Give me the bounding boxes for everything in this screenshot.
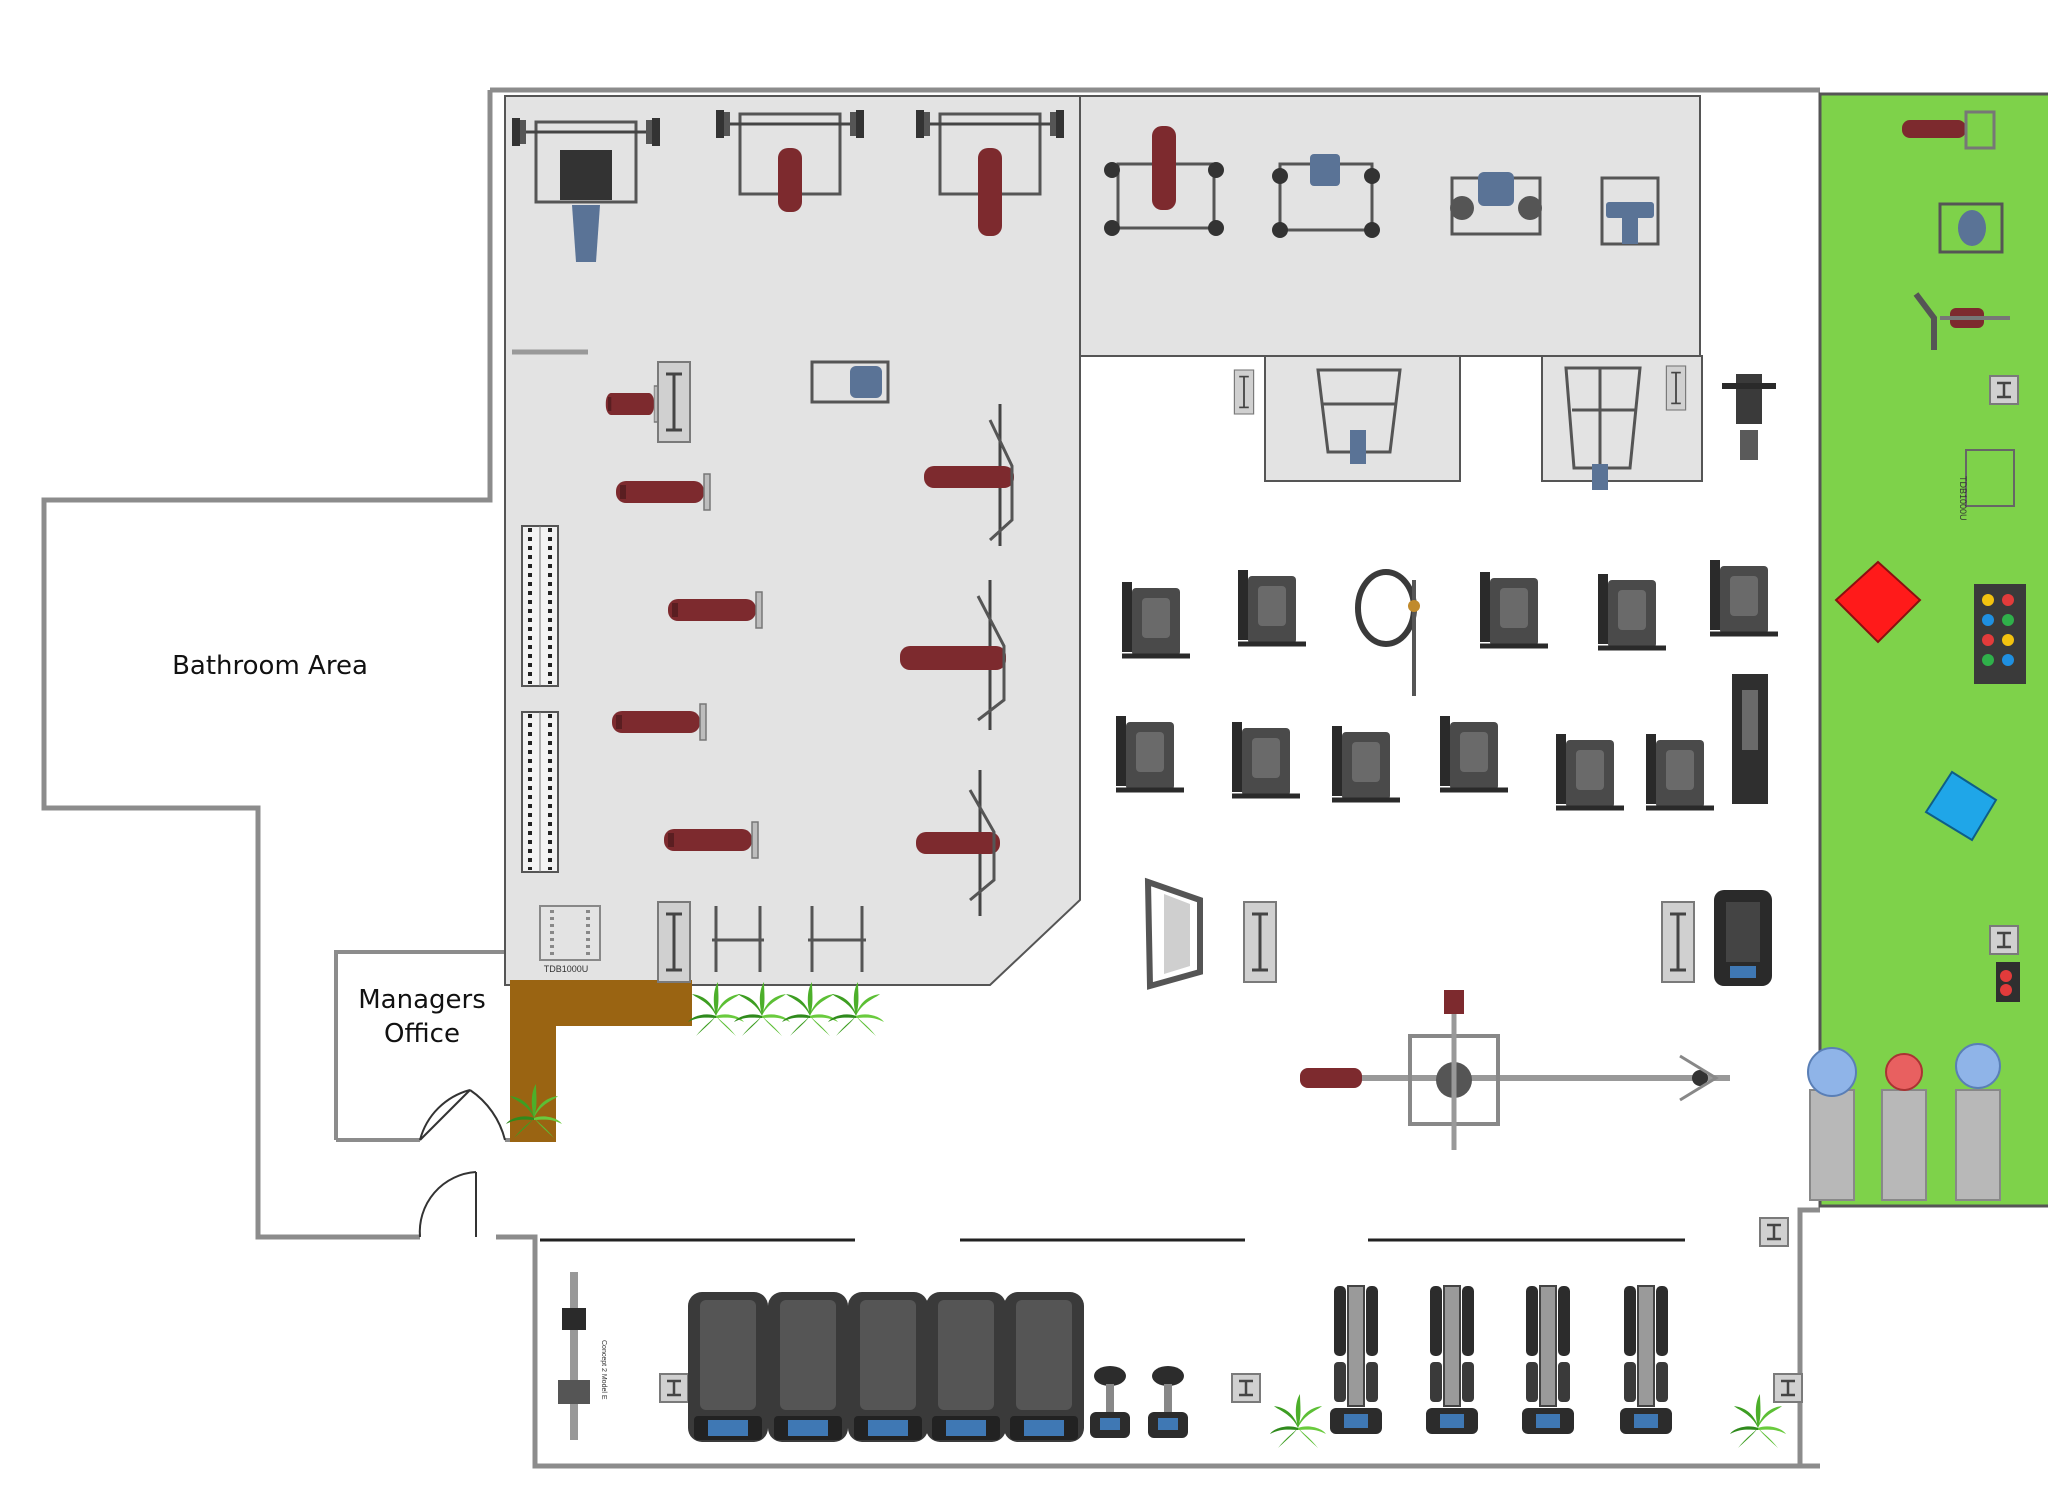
strength-machine xyxy=(1938,202,2004,254)
squat-rack xyxy=(510,116,662,262)
olympic-bench xyxy=(900,580,1006,730)
dumbbell-rack-icon xyxy=(539,905,601,961)
stability-ball-icon xyxy=(1881,1053,1927,1201)
rack-code-label: TDB1000U xyxy=(544,964,589,974)
plate-loaded-machine xyxy=(1450,172,1542,236)
olympic-bench xyxy=(916,770,1000,916)
strength-machine xyxy=(1480,572,1548,646)
red-floor-mat xyxy=(1834,560,1922,644)
strength-machine xyxy=(1913,292,2010,350)
exercise-bike xyxy=(1090,1366,1130,1438)
strength-machine xyxy=(1116,716,1184,790)
plate-loaded-machine xyxy=(1272,154,1380,238)
rower-model-label: Concept 2 Model E xyxy=(600,1340,607,1400)
strength-machine xyxy=(1238,570,1306,644)
treadmill xyxy=(848,1292,928,1442)
strength-machine xyxy=(1556,734,1624,808)
cable-tower xyxy=(1732,674,1768,804)
plant-icon xyxy=(1270,1394,1326,1448)
rack-code-label: TDB1000U xyxy=(1958,476,1968,521)
glute-machine xyxy=(1902,110,1996,150)
free-weight-floor xyxy=(504,95,1081,986)
treadmill xyxy=(688,1292,768,1442)
strength-machine xyxy=(1646,734,1714,808)
plant-icon xyxy=(828,982,884,1036)
cable-station xyxy=(1564,366,1642,490)
strength-machine xyxy=(1598,574,1666,648)
plate-loaded-floor xyxy=(1079,95,1701,357)
plate-loaded-machine xyxy=(1104,126,1224,236)
weight-plate-tree-icon xyxy=(1988,374,2020,406)
strength-machine xyxy=(1332,726,1400,800)
rowing-machine: Concept 2 Model E xyxy=(558,1272,607,1440)
strength-machine xyxy=(1355,569,1420,696)
strength-machine xyxy=(1722,374,1776,460)
dumbbell-rack-icon xyxy=(520,710,560,874)
strength-machine xyxy=(1232,722,1300,796)
dumbbell-rack-icon: TDB1000U xyxy=(1958,449,2015,521)
battle-rope-anchor xyxy=(1996,962,2020,1002)
weight-plate-tree-icon xyxy=(1988,924,2020,956)
medicine-ball-rack xyxy=(1974,584,2026,684)
treadmill xyxy=(768,1292,848,1442)
weight-plate-tree-icon xyxy=(1665,365,1687,411)
strength-machine xyxy=(1440,716,1508,790)
entrance-door[interactable] xyxy=(418,1171,477,1238)
elliptical xyxy=(1619,1285,1673,1435)
elliptical xyxy=(1329,1285,1383,1435)
weight-plate-tree-icon xyxy=(658,1372,690,1404)
dumbbell-rack-icon xyxy=(520,524,560,688)
plant-icon xyxy=(734,982,790,1036)
weight-plate-tree-icon xyxy=(656,360,692,444)
weight-plate-tree-icon xyxy=(1758,1216,1790,1248)
blue-floor-mat xyxy=(1924,770,1998,842)
stability-ball-icon xyxy=(1955,1043,2001,1201)
plant-icon xyxy=(782,982,838,1036)
weight-plate-tree-icon xyxy=(1242,900,1278,984)
treadmill xyxy=(926,1292,1006,1442)
treadmill xyxy=(1004,1292,1084,1442)
rowing-machine-dark xyxy=(1714,890,1772,986)
weight-plate-tree-icon xyxy=(1233,369,1255,415)
managers-office-door[interactable] xyxy=(419,1089,506,1141)
elliptical xyxy=(1425,1285,1479,1435)
functional-trainer xyxy=(1144,877,1203,990)
weight-plate-tree-icon xyxy=(1660,900,1696,984)
olympic-bench xyxy=(924,404,1014,546)
weight-plate-tree-icon xyxy=(656,900,692,984)
exterior-walls xyxy=(41,87,1820,1469)
flat-bench xyxy=(1600,176,1660,246)
interior-walls xyxy=(334,950,1685,1242)
plyo-box-frame xyxy=(712,906,866,972)
bench-press-rack xyxy=(914,108,1066,236)
bench-press-rack xyxy=(714,108,866,212)
exercise-bike xyxy=(1148,1366,1188,1438)
strength-machine xyxy=(1710,560,1778,634)
stability-ball-icon xyxy=(1807,1047,1857,1201)
weight-plate-tree-icon xyxy=(1230,1372,1262,1404)
plant-icon xyxy=(688,982,744,1036)
front-desk-counter xyxy=(510,980,692,1142)
multi-station-gym xyxy=(1300,990,1730,1150)
bathroom-area-label: Bathroom Area xyxy=(172,651,368,681)
elliptical xyxy=(1521,1285,1575,1435)
strength-machine xyxy=(1122,582,1190,656)
managers-office-label: Managers Office xyxy=(358,985,486,1049)
cable-station xyxy=(1316,368,1402,464)
weight-plate-tree-icon xyxy=(1772,1372,1804,1404)
adjustable-bench xyxy=(810,360,890,404)
